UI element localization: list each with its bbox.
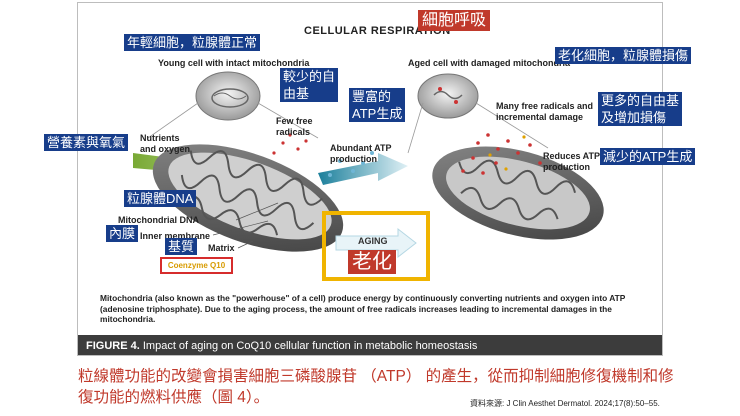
atp-flow-arrow — [318, 153, 408, 185]
figure-caption-bar: FIGURE 4. Impact of aging on CoQ10 cellu… — [78, 335, 662, 355]
aged-cell-caption: Aged cell with damaged mitochondria — [408, 58, 571, 68]
aged-cell-icon — [417, 73, 479, 119]
young-mitochondrion-icon — [152, 144, 344, 252]
source-citation: 資料來源: J Clin Aesthet Dermatol. 2024;17(8… — [470, 399, 660, 408]
nutrients-zh-label: 營養素與氧氣 — [44, 134, 129, 151]
figure-description: Mitochondria (also known as the "powerho… — [100, 293, 626, 324]
diagram-title: CELLULAR RESPIRATION — [304, 25, 451, 37]
young-zh-label: 年輕細胞，粒腺體正常 — [124, 34, 261, 51]
few-radicals-caption: Few free radicals — [276, 116, 313, 137]
aged-mitochondrion-icon — [432, 146, 604, 240]
inner-membrane-caption: Inner membrane — [140, 231, 211, 241]
more-radicals-zh-label: 更多的自由基 及增加損傷 — [598, 92, 683, 126]
fewer-radicals-zh-label: 較少的自 由基 — [280, 68, 339, 102]
inner-membrane-zh-label: 內膜 — [106, 225, 139, 242]
matrix-caption: Matrix — [208, 243, 235, 253]
figure-label: FIGURE 4. — [86, 340, 140, 352]
reduces-atp-caption: Reduces ATP production — [543, 151, 601, 172]
body-paragraph: 粒線體功能的改變會損害細胞三磷酸腺苷 （ATP） 的產生，從而抑制細胞修復機制和… — [78, 368, 674, 406]
mito-dna-zh-label: 粒腺體DNA — [124, 190, 197, 207]
less-atp-zh-label: 減少的ATP生成 — [600, 148, 696, 165]
figure-illustration — [133, 71, 604, 259]
rich-atp-zh-label: 豐富的 ATP生成 — [349, 88, 406, 122]
mito-dna-caption: Mitochondrial DNA — [118, 215, 199, 225]
title-zh-label: 細胞呼吸 — [418, 10, 491, 31]
aging-highlight-box — [322, 211, 430, 281]
aging-zh-label: 老化 — [348, 250, 396, 274]
nutrients-caption: Nutrients and oxygen — [140, 133, 191, 154]
many-radicals-caption: Many free radicals and incremental damag… — [496, 101, 594, 122]
young-cell-icon — [195, 71, 261, 121]
aging-caption: AGING — [358, 236, 388, 246]
matrix-zh-label: 基質 — [165, 238, 198, 255]
coenzyme-q10-label: Coenzyme Q10 — [160, 257, 233, 274]
figure-caption: Impact of aging on CoQ10 cellular functi… — [142, 340, 478, 352]
abundant-atp-caption: Abundant ATP production — [330, 143, 392, 164]
young-cell-caption: Young cell with intact mitochondria — [158, 58, 310, 68]
aged-zh-label: 老化細胞，粒腺體損傷 — [555, 47, 692, 64]
